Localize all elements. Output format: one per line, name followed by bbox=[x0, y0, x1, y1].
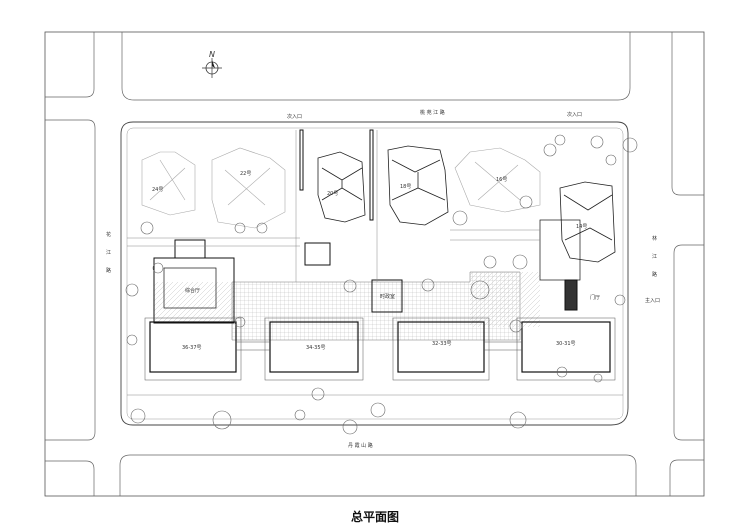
building-20-label: 20号 bbox=[327, 191, 338, 197]
facility-outlines bbox=[153, 129, 581, 324]
hall-label: 时政室 bbox=[380, 293, 395, 300]
surrounding-blocks bbox=[45, 32, 704, 496]
apartment-34-35-label: 34-35号 bbox=[306, 345, 326, 351]
road-label-north: 桃 苑 江 路 bbox=[420, 109, 445, 116]
drawing-frame bbox=[44, 31, 705, 497]
club-house-label: 综合厅 bbox=[185, 287, 200, 294]
north-label: N bbox=[209, 50, 215, 59]
entrance-north-right: 次入口 bbox=[567, 111, 582, 118]
building-24-label: 24号 bbox=[152, 187, 163, 193]
existing-houses bbox=[141, 147, 541, 229]
entrance-north-left: 次入口 bbox=[287, 113, 302, 120]
trees bbox=[125, 134, 638, 435]
apartment-32-33-label: 32-33号 bbox=[432, 341, 452, 347]
road-label-east-3: 路 bbox=[652, 271, 657, 278]
building-14-label: 14号 bbox=[576, 224, 587, 230]
paths bbox=[127, 130, 623, 396]
inner-boundary bbox=[126, 127, 624, 420]
south-apartments bbox=[149, 321, 611, 373]
entrance-east-main: 主入口 bbox=[645, 297, 660, 304]
north-arrow-icon bbox=[202, 58, 222, 78]
drawing-caption: 总平面图 bbox=[350, 510, 399, 524]
apartment-30-31-label: 30-31号 bbox=[556, 341, 576, 347]
site-boundary bbox=[120, 121, 629, 426]
building-18-label: 18号 bbox=[400, 184, 411, 190]
road-label-east-2: 江 bbox=[652, 253, 657, 260]
apartment-36-37-label: 36-37号 bbox=[182, 345, 202, 351]
building-22-label: 22号 bbox=[240, 171, 251, 177]
road-label-south: 丹 霞 山 路 bbox=[348, 442, 373, 449]
lobby-label: 门厅 bbox=[590, 294, 600, 301]
road-label-east-1: 林 bbox=[652, 235, 657, 242]
road-label-west-2: 江 bbox=[106, 249, 111, 256]
road-label-west-1: 花 bbox=[106, 231, 111, 238]
north-villas bbox=[317, 145, 616, 263]
building-16-label: 16号 bbox=[496, 177, 507, 183]
road-label-west-3: 路 bbox=[106, 267, 111, 274]
